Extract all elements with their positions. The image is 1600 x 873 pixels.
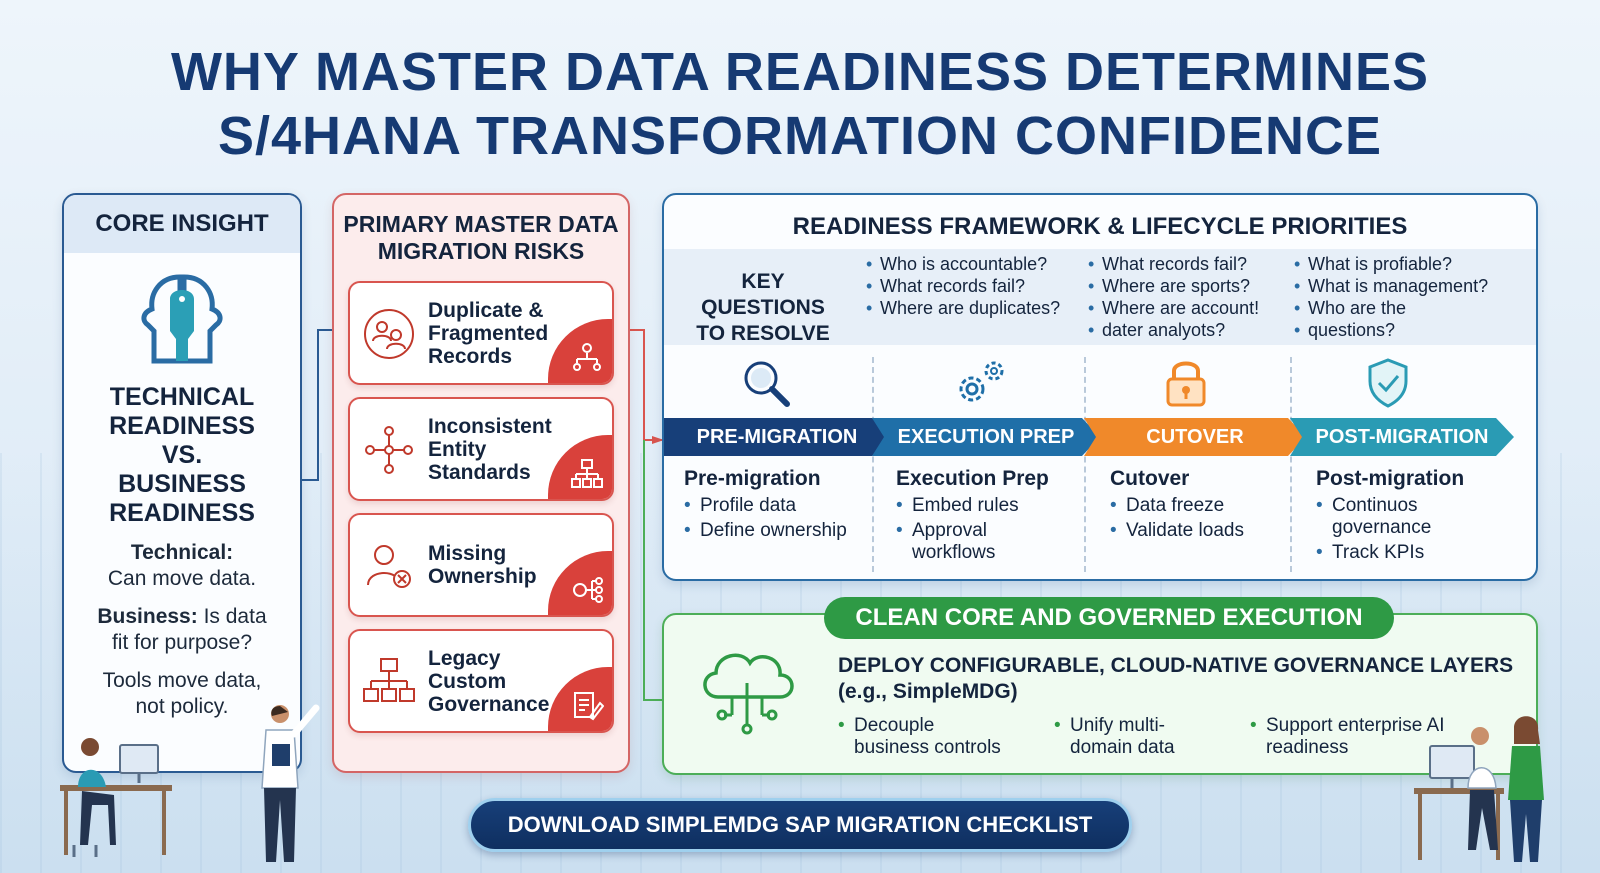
clean-core-bullet: Support enterprise AI readiness xyxy=(1250,715,1445,759)
question-item: What records fail? xyxy=(1088,253,1259,275)
core-insight-panel: CORE INSIGHT TECHNICAL READINESS VS. BUS… xyxy=(62,193,302,773)
core-insight-heading: CORE INSIGHT xyxy=(64,195,300,253)
question-item: Where are sports? xyxy=(1088,275,1259,297)
two-heads-icon xyxy=(141,274,223,364)
core-closing-text: Tools move data, not policy. xyxy=(102,669,262,718)
clean-core-bullet: Decouple business controls xyxy=(838,715,1001,759)
business-definition: Business: Is data fit for purpose? xyxy=(97,605,267,654)
question-item: Where are duplicates? xyxy=(866,297,1060,319)
stage-title-pre-migration: Pre-migration xyxy=(684,467,821,490)
user-remove-icon xyxy=(367,545,411,588)
risk-card-duplicate-records: Duplicate & Fragmented Records xyxy=(348,281,614,385)
org-tree-icon xyxy=(363,658,415,702)
clean-core-badge: CLEAN CORE AND GOVERNED EXECUTION xyxy=(824,597,1394,639)
stage-divider xyxy=(872,357,874,572)
technical-definition: Technical: Can move data. xyxy=(107,541,257,590)
lock-icon xyxy=(1166,361,1206,407)
question-item: What is management? xyxy=(1294,275,1488,297)
clean-core-heading: DEPLOY CONFIGURABLE, CLOUD-NATIVE GOVERN… xyxy=(838,654,1514,703)
readiness-framework-panel: READINESS FRAMEWORK & LIFECYCLE PRIORITI… xyxy=(662,193,1538,581)
stage-divider xyxy=(1290,357,1292,572)
stage-divider xyxy=(1084,357,1086,572)
question-item: What records fail? xyxy=(866,275,1060,297)
question-item: What is profiable? xyxy=(1294,253,1488,275)
stage-bullets-cutover: Data freeze Validate loads xyxy=(1110,495,1286,545)
download-checklist-button[interactable]: DOWNLOAD SIMPLEMDG SAP MIGRATION CHECKLI… xyxy=(468,798,1132,852)
network-nodes-icon xyxy=(365,426,413,474)
gears-icon xyxy=(959,361,1004,402)
stage-bullets-execution-prep: Embed rules Approval workflows xyxy=(896,495,1076,567)
stage-bullets-pre-migration: Profile data Define ownership xyxy=(684,495,870,545)
title-line-2: S/4HANA TRANSFORMATION CONFIDENCE xyxy=(218,106,1382,166)
clean-core-bullet: Unify multi- domain data xyxy=(1054,715,1175,759)
risk-card-inconsistent-standards: Inconsistent Entity Standards xyxy=(348,397,614,501)
question-item: dater analyots? xyxy=(1088,319,1259,341)
questions-column-1: Who is accountable? What records fail? W… xyxy=(866,253,1060,319)
risk-card-legacy-governance: Legacy Custom Governance xyxy=(348,629,614,733)
chevron-cutover: CUTOVER xyxy=(1084,418,1306,456)
chevron-pre-migration: PRE-MIGRATION xyxy=(664,418,890,456)
key-questions-label: KEY QUESTIONS TO RESOLVE xyxy=(696,270,830,345)
question-item: Who is accountable? xyxy=(866,253,1060,275)
question-item: questions? xyxy=(1294,319,1488,341)
key-questions-band: KEY QUESTIONS TO RESOLVE Who is accounta… xyxy=(664,249,1536,345)
clean-core-panel: CLEAN CORE AND GOVERNED EXECUTION DEPLOY… xyxy=(662,597,1538,775)
question-item: Who are the xyxy=(1294,297,1488,319)
shield-check-icon xyxy=(1368,358,1408,408)
document-edit-icon xyxy=(574,692,604,721)
stage-title-post-migration: Post-migration xyxy=(1316,467,1465,490)
stage-title-execution-prep: Execution Prep xyxy=(896,467,1049,490)
framework-heading: READINESS FRAMEWORK & LIFECYCLE PRIORITI… xyxy=(792,213,1408,240)
user-network-icon xyxy=(573,577,603,603)
org-chart-icon xyxy=(571,459,603,488)
questions-column-3: What is profiable? What is management? W… xyxy=(1294,253,1488,341)
chevron-post-migration: POST-MIGRATION xyxy=(1290,418,1514,456)
stage-title-cutover: Cutover xyxy=(1110,467,1190,490)
page-title: WHY MASTER DATA READINESS DETERMINES S/4… xyxy=(0,40,1600,168)
stage-bullets-post-migration: Continuos governance Track KPIs xyxy=(1316,495,1516,567)
question-item: Where are account! xyxy=(1088,297,1259,319)
risk-card-missing-ownership: Missing Ownership xyxy=(348,513,614,617)
cloud-circuit-icon xyxy=(703,653,794,735)
questions-column-2: What records fail? Where are sports? Whe… xyxy=(1088,253,1259,341)
migration-risks-panel: PRIMARY MASTER DATA MIGRATION RISKS Dupl… xyxy=(332,193,630,773)
hierarchy-people-icon xyxy=(573,343,601,371)
chevron-execution-prep: EXECUTION PREP xyxy=(872,418,1100,456)
users-sync-icon xyxy=(364,309,414,359)
magnifier-icon xyxy=(744,361,790,407)
title-line-1: WHY MASTER DATA READINESS DETERMINES xyxy=(170,42,1430,102)
risks-heading: PRIMARY MASTER DATA MIGRATION RISKS xyxy=(343,211,619,264)
core-big-text: TECHNICAL READINESS VS. BUSINESS READINE… xyxy=(109,383,255,527)
